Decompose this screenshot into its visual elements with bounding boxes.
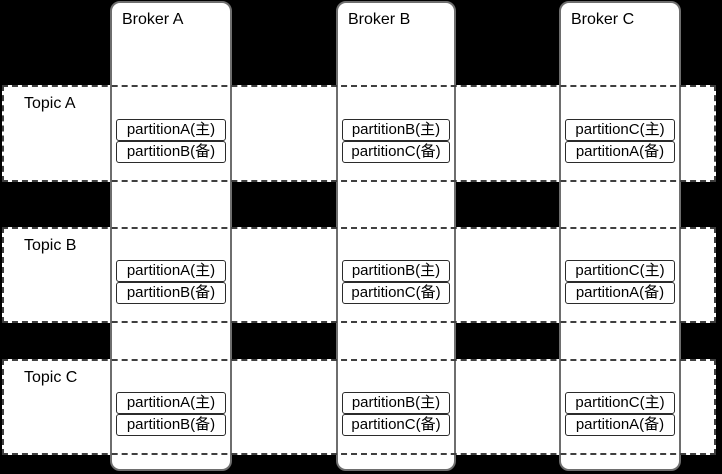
partition-stack-topicA-brokerB: partitionB(主) partitionC(备) [342,119,450,163]
partition-stack-topicC-brokerA: partitionA(主) partitionB(备) [116,392,226,436]
partition-replica: partitionB(备) [116,282,226,304]
partition-stack-topicB-brokerC: partitionC(主) partitionA(备) [565,260,675,304]
broker-label-b: Broker B [348,11,411,28]
partition-primary: partitionB(主) [342,119,450,141]
partition-stack-topicA-brokerA: partitionA(主) partitionB(备) [116,119,226,163]
broker-label-a: Broker A [122,11,184,28]
partition-primary: partitionC(主) [565,260,675,282]
partition-stack-topicC-brokerC: partitionC(主) partitionA(备) [565,392,675,436]
partition-replica: partitionA(备) [565,141,675,163]
partition-stack-topicB-brokerA: partitionA(主) partitionB(备) [116,260,226,304]
partition-primary: partitionC(主) [565,392,675,414]
partition-replica: partitionB(备) [116,414,226,436]
partition-replica: partitionA(备) [565,282,675,304]
broker-label-c: Broker C [571,11,635,28]
partition-primary: partitionA(主) [116,119,226,141]
partition-stack-topicA-brokerC: partitionC(主) partitionA(备) [565,119,675,163]
partition-replica: partitionC(备) [342,141,450,163]
partition-primary: partitionB(主) [342,392,450,414]
partition-replica: partitionC(备) [342,414,450,436]
partition-stack-topicC-brokerB: partitionB(主) partitionC(备) [342,392,450,436]
partition-primary: partitionA(主) [116,392,226,414]
partition-primary: partitionC(主) [565,119,675,141]
partition-replica: partitionB(备) [116,141,226,163]
partition-replica: partitionC(备) [342,282,450,304]
partition-primary: partitionB(主) [342,260,450,282]
partition-primary: partitionA(主) [116,260,226,282]
partition-replica: partitionA(备) [565,414,675,436]
partition-stack-topicB-brokerB: partitionB(主) partitionC(备) [342,260,450,304]
